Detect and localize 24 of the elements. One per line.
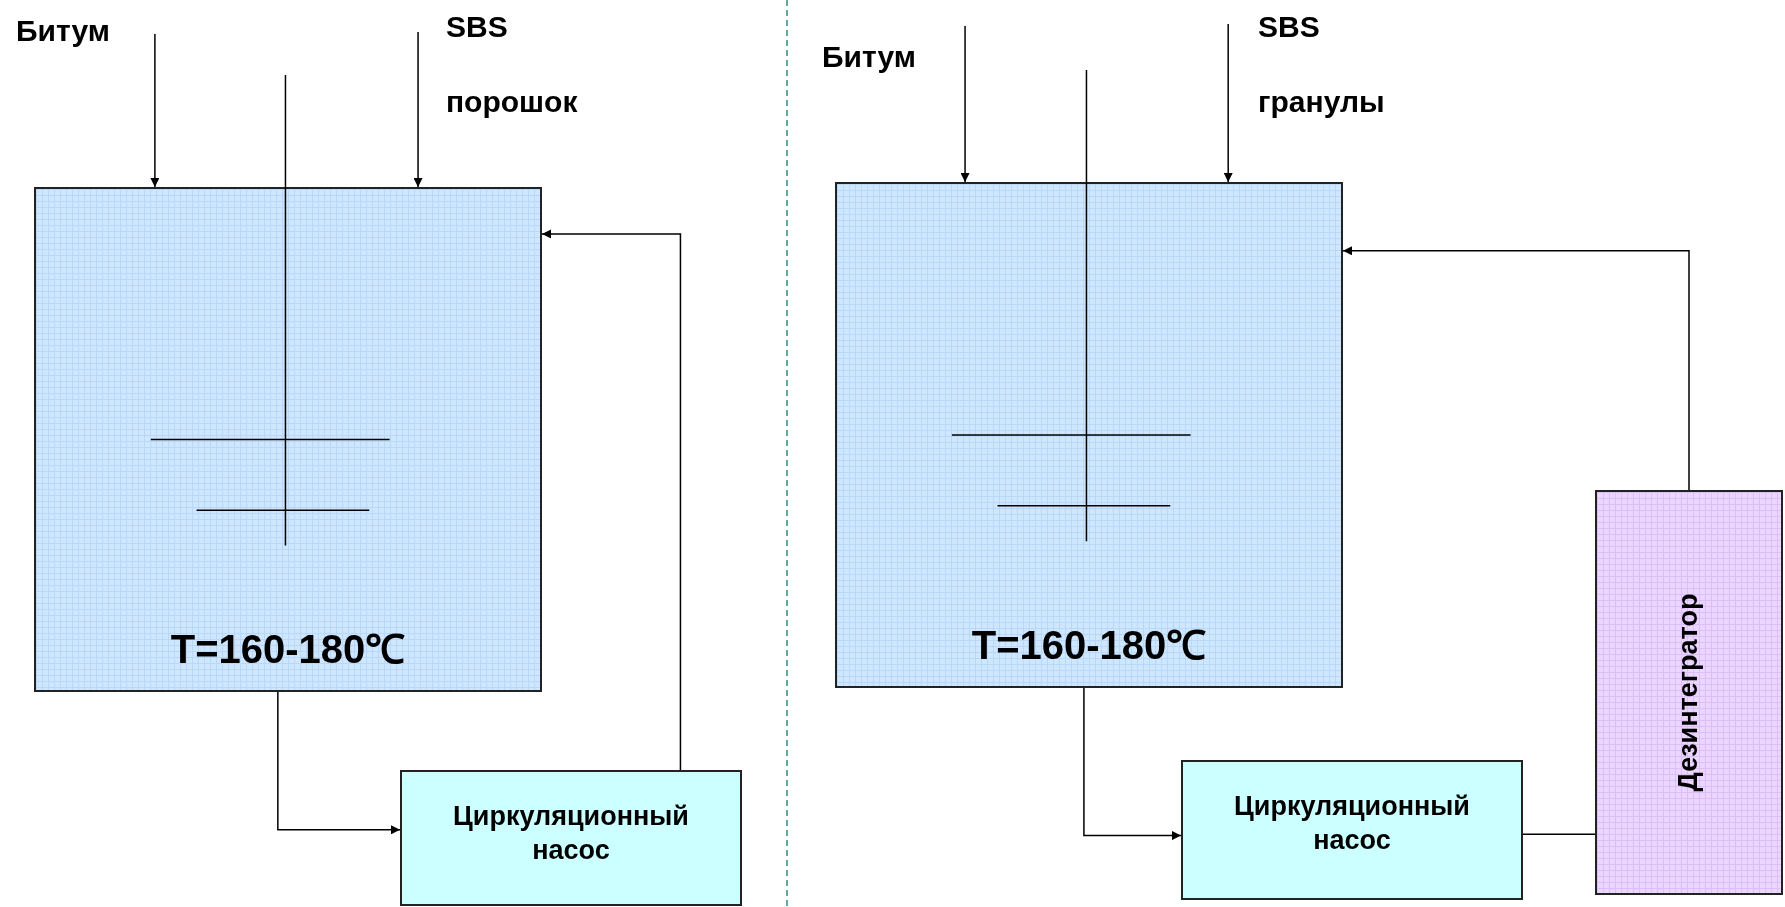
- input-label: SBS: [446, 9, 509, 45]
- flow-arrow: [413, 31, 423, 188]
- temperature-label: T=160-180℃: [170, 626, 406, 673]
- mixing-tank: [835, 182, 1343, 688]
- input-label: гранулы: [1258, 83, 1386, 120]
- input-label: порошок: [446, 83, 579, 120]
- pump-box: [400, 770, 742, 906]
- flow-arrow: [960, 25, 970, 183]
- flow-arrow: [277, 691, 401, 835]
- input-label: Битум: [16, 13, 111, 49]
- mixing-tank: [34, 187, 542, 692]
- pump-box: [1181, 760, 1523, 900]
- node-label: Дезинтегратор: [1675, 593, 1703, 792]
- flow-arrow: [150, 33, 160, 188]
- flow-arrow: [1223, 23, 1233, 183]
- node-label: Циркуляционный насос: [452, 800, 690, 867]
- disintegrator-box: [1595, 490, 1783, 895]
- node-label: Циркуляционный насос: [1233, 790, 1471, 857]
- input-label: SBS: [1258, 9, 1321, 45]
- flow-arrow: [1342, 246, 1690, 491]
- flow-arrow: [541, 229, 682, 771]
- input-label: Битум: [822, 39, 917, 75]
- temperature-label: T=160-180℃: [971, 622, 1207, 669]
- flow-arrow: [1083, 687, 1182, 841]
